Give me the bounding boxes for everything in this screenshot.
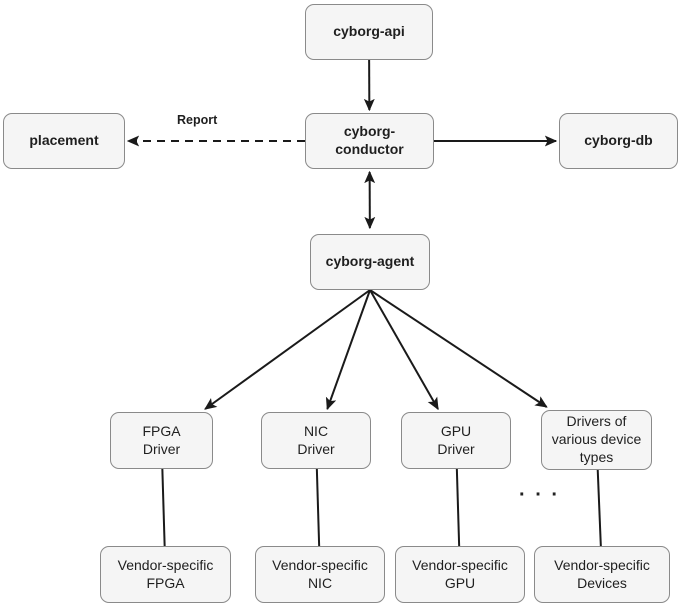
edge-gpu-driver-to-vendor [455,468,461,547]
node-label: Vendor-specific Devices [554,556,650,591]
edge-label-report: Report [177,113,218,127]
node-label: Vendor-specific NIC [272,556,368,591]
node-label: Vendor-specific GPU [412,556,508,591]
node-vendor-fpga[interactable]: Vendor-specific FPGA [100,546,231,603]
node-vendor-nic[interactable]: Vendor-specific NIC [255,546,385,603]
node-label: cyborg-conductor [335,123,404,157]
node-label: NIC Driver [297,422,335,457]
node-cyborg-db[interactable]: cyborg-db [559,113,678,169]
node-label: Drivers of various device types [551,413,642,465]
node-fpga-driver[interactable]: FPGA Driver [110,412,213,469]
node-nic-driver[interactable]: NIC Driver [261,412,371,469]
node-cyborg-conductor[interactable]: cyborg-conductor [305,113,434,169]
node-placement[interactable]: placement [3,113,125,169]
node-vendor-devices[interactable]: Vendor-specific Devices [534,546,670,603]
edge-agent-to-nic-driver [325,289,371,411]
node-gpu-driver[interactable]: GPU Driver [401,412,511,469]
node-misc-drivers[interactable]: Drivers of various device types [541,410,652,470]
edge-agent-to-fpga-driver [204,289,371,410]
node-label: cyborg-api [333,23,405,40]
node-vendor-gpu[interactable]: Vendor-specific GPU [395,546,525,603]
node-label: cyborg-db [584,132,653,149]
edge-agent-to-misc-drivers [369,289,548,408]
ellipsis-annotation: · · · [519,484,561,506]
node-label: placement [29,132,99,149]
node-label: GPU Driver [437,422,475,457]
edge-fpga-driver-to-vendor [161,468,166,547]
node-label: cyborg-agent [325,253,415,270]
node-cyborg-agent[interactable]: cyborg-agent [310,234,430,290]
node-label: FPGA Driver [142,422,181,457]
edge-nic-driver-to-vendor [315,468,321,547]
edge-agent-to-gpu-driver [369,289,439,411]
node-cyborg-api[interactable]: cyborg-api [305,4,433,60]
node-label: Vendor-specific FPGA [117,556,214,591]
edge-misc-drivers-to-vendor [596,469,602,547]
